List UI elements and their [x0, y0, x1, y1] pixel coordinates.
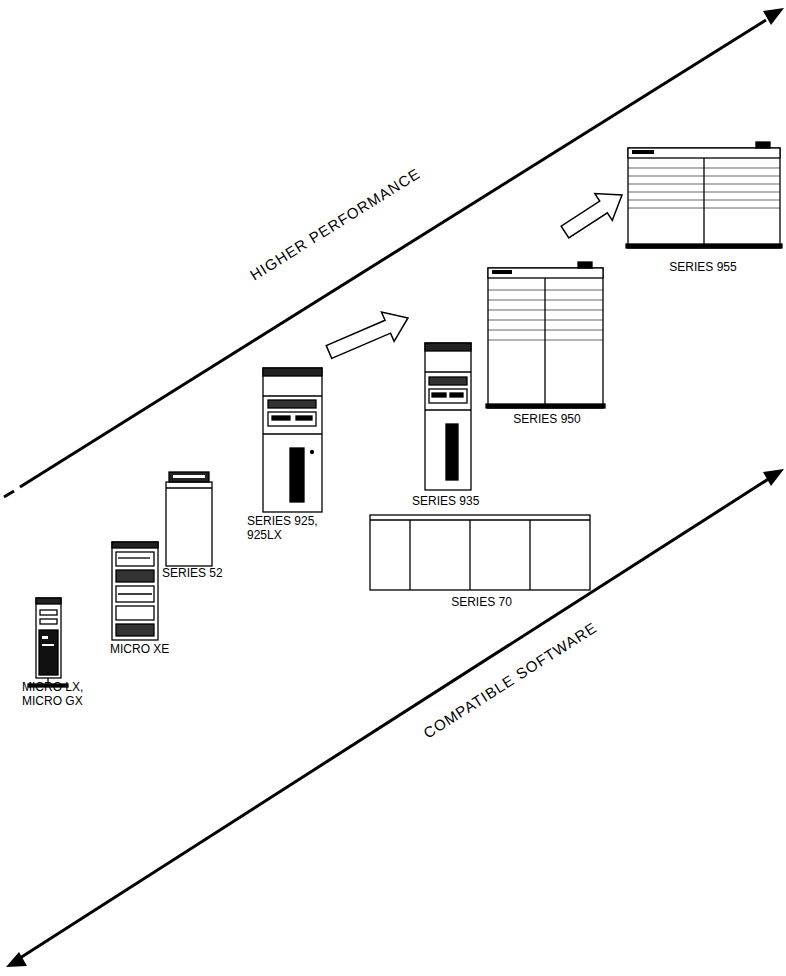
- computer-node: SERIES 950: [485, 232, 609, 428]
- model-label: SERIES 70: [368, 595, 595, 609]
- computer-node: SERIES 955: [622, 140, 784, 276]
- model-label: SERIES 955: [622, 260, 784, 274]
- computer-node: SERIES 935: [408, 300, 490, 510]
- model-label: SERIES 52: [162, 566, 236, 580]
- upgrade-arrow: [326, 312, 408, 358]
- axis-label: COMPATIBLE SOFTWARE: [420, 619, 600, 742]
- upgrade-arrow: [561, 194, 622, 238]
- computer-figures: [28, 142, 782, 687]
- model-label: SERIES 935: [412, 494, 490, 508]
- model-label: SERIES 925, 925LX: [247, 514, 329, 542]
- software-arrow: [6, 469, 784, 967]
- computer-node: SERIES 52: [160, 470, 236, 582]
- model-label: MICRO LX, MICRO GX: [22, 680, 100, 708]
- model-label: MICRO XE: [110, 642, 188, 656]
- computer-node: SERIES 925, 925LX: [245, 340, 329, 544]
- computer-node: MICRO LX, MICRO GX: [18, 595, 100, 710]
- computer-node: MICRO XE: [106, 538, 188, 658]
- model-label: SERIES 950: [485, 412, 609, 426]
- axis-label: HIGHER PERFORMANCE: [247, 165, 423, 284]
- performance-arrow: [4, 8, 784, 497]
- computer-node: SERIES 70: [368, 513, 595, 611]
